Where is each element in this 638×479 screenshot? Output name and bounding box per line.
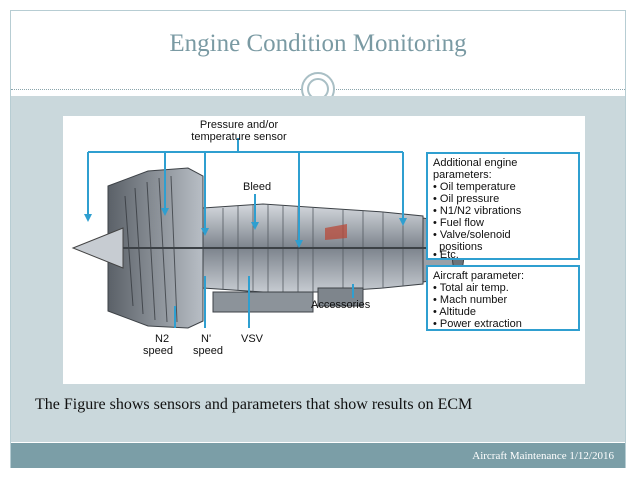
engine-box-item: positions <box>433 241 483 253</box>
n1-speed-label-line2: speed <box>193 345 223 357</box>
engine-box-item: • Valve/solenoid <box>433 229 511 241</box>
engine-illustration <box>71 167 465 329</box>
aircraft-box-title: Aircraft parameter: <box>433 270 524 282</box>
bleed-label: Bleed <box>243 181 271 193</box>
aircraft-parameters-box: Aircraft parameter: • Total air temp. • … <box>426 265 580 331</box>
n2-speed-label-line1: N2 <box>155 333 169 345</box>
engine-diagram: Pressure and/or temperature sensor Bleed… <box>71 119 580 357</box>
pressure-sensor-label-line2: temperature sensor <box>191 131 287 143</box>
n1-speed-label-line1: N' <box>201 333 211 345</box>
engine-box-item: • Oil pressure <box>433 193 499 205</box>
vsv-label: VSV <box>241 333 264 345</box>
engine-box-item: • Etc. <box>433 249 459 261</box>
aircraft-box-item: • Power extraction <box>433 318 522 330</box>
engine-box-item: • Fuel flow <box>433 217 484 229</box>
engine-parameters-box: Additional engine parameters: • Oil temp… <box>426 152 580 261</box>
aircraft-box-item: • Altitude <box>433 306 476 318</box>
accessories-label: Accessories <box>311 299 371 311</box>
figure-caption: The Figure shows sensors and parameters … <box>35 396 473 413</box>
slide-title: Engine Condition Monitoring <box>169 30 467 57</box>
footer-text: Aircraft Maintenance 1/12/2016 <box>472 450 614 462</box>
pressure-sensor-label-line1: Pressure and/or <box>200 119 279 131</box>
engine-box-title-line1: Additional engine <box>433 157 517 169</box>
title-divider-right <box>336 89 625 90</box>
engine-figure: Pressure and/or temperature sensor Bleed… <box>63 116 585 384</box>
engine-box-title-line2: parameters: <box>433 169 492 181</box>
aircraft-box-item: • Mach number <box>433 294 507 306</box>
sensor-lines <box>87 138 404 328</box>
n2-speed-label-line2: speed <box>143 345 173 357</box>
title-divider-left <box>11 89 303 90</box>
engine-box-item: • N1/N2 vibrations <box>433 205 522 217</box>
aircraft-box-item: • Total air temp. <box>433 282 509 294</box>
engine-box-item: • Oil temperature <box>433 181 516 193</box>
footer-band <box>11 443 625 468</box>
